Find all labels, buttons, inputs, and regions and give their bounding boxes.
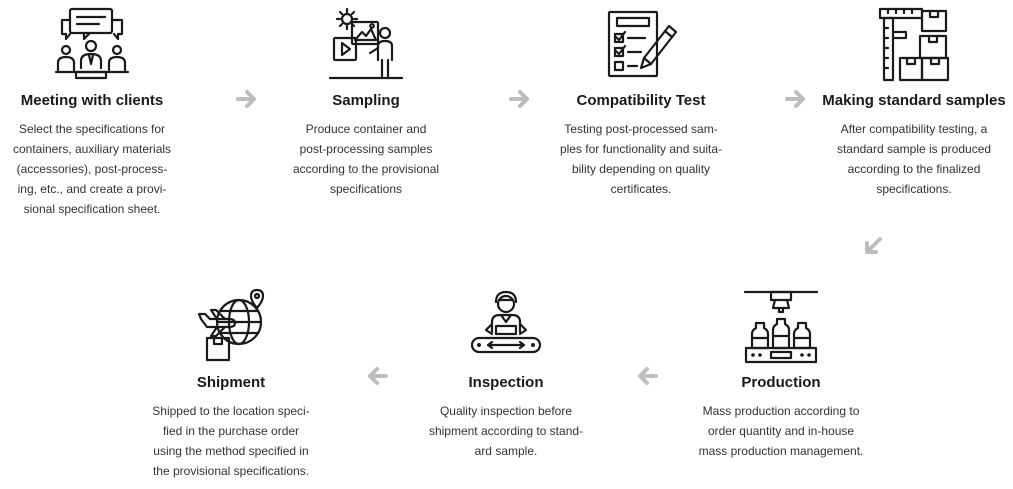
- step-description-line: shipment according to stand-: [428, 424, 584, 438]
- step-description: Produce container and post-processing sa…: [276, 119, 456, 199]
- step-description-line: according to the provisional: [292, 162, 440, 176]
- step-description: After compatibility testing, a standard …: [816, 119, 1012, 199]
- step-description-line: Shipped to the location speci-: [152, 404, 310, 418]
- step-description-line: fied in the purchase order: [162, 424, 300, 438]
- step-description: Select the specifications for containers…: [2, 119, 182, 219]
- step-title: Shipment: [196, 374, 266, 391]
- step-description-line: standard sample is produced: [836, 142, 992, 156]
- step-description-line: specifications.: [876, 182, 952, 196]
- step-description-line: ing, etc., and create a provi-: [17, 182, 167, 196]
- step-description-line: bility depending on quality: [571, 162, 711, 176]
- step-description-line: Select the specifications for: [18, 122, 166, 136]
- step-description: Shipped to the location speci- fied in t…: [131, 401, 331, 481]
- step-description-line: Produce container and: [305, 122, 427, 136]
- arrow-down-left-icon: [865, 237, 882, 254]
- arrow-right-icon: [236, 90, 256, 108]
- arrow-left-icon: [368, 367, 388, 385]
- production-icon: [743, 290, 819, 364]
- step-description-line: the provisional specifications.: [152, 464, 310, 478]
- sampling-icon: [328, 7, 404, 80]
- arrow-right-icon: [785, 90, 805, 108]
- step-making-standard-samples: Making standard samples After compatibil…: [816, 6, 1012, 199]
- step-description-line: mass production management.: [698, 444, 864, 458]
- step-description-line: (accessories), post-process-: [16, 162, 168, 176]
- step-description-line: Testing post-processed sam-: [564, 122, 718, 136]
- step-description-line: containers, auxiliary materials: [12, 142, 172, 156]
- step-description: Testing post-processed sam- ples for fun…: [546, 119, 736, 199]
- step-description-line: Mass production according to: [702, 404, 860, 418]
- step-title: Meeting with clients: [20, 92, 164, 109]
- step-description: Mass production according to order quant…: [681, 401, 881, 461]
- arrow-left-icon: [638, 367, 658, 385]
- meeting-icon: [54, 7, 130, 80]
- step-meeting-with-clients: Meeting with clients Select the specific…: [2, 6, 182, 219]
- step-title: Compatibility Test: [576, 92, 706, 109]
- step-description-line: using the method specified in: [153, 444, 309, 458]
- standard-sample-icon: [878, 7, 950, 82]
- step-compatibility-test: Compatibility Test Testing post-processe…: [546, 6, 736, 199]
- step-inspection: Inspection Quality inspection before shi…: [406, 288, 606, 461]
- step-title: Production: [741, 374, 821, 391]
- step-description-line: ples for functionality and suita-: [559, 142, 723, 156]
- step-description-line: Quality inspection before: [439, 404, 573, 418]
- step-description-line: certificates.: [610, 182, 672, 196]
- step-description: Quality inspection before shipment accor…: [406, 401, 606, 461]
- checklist-icon: [607, 10, 678, 78]
- step-description-line: post-processing samples: [299, 142, 433, 156]
- step-description-line: After compatibility testing, a: [840, 122, 988, 136]
- arrow-right-icon: [509, 90, 529, 108]
- step-title: Inspection: [468, 374, 544, 391]
- step-description-line: according to the finalized: [847, 162, 981, 176]
- step-description-line: sional specification sheet.: [23, 202, 161, 216]
- step-description-line: order quantity and in-house: [707, 424, 855, 438]
- inspection-icon: [470, 290, 542, 354]
- step-title: Sampling: [332, 92, 400, 109]
- step-shipment: Shipment Shipped to the location speci- …: [131, 288, 331, 481]
- step-sampling: Sampling Produce container and post-proc…: [276, 6, 456, 199]
- step-description-line: ard sample.: [474, 444, 538, 458]
- step-production: Production Mass production according to …: [681, 288, 881, 461]
- step-description-line: specifications: [329, 182, 403, 196]
- shipment-icon: [197, 288, 265, 362]
- step-title: Making standard samples: [822, 92, 1006, 109]
